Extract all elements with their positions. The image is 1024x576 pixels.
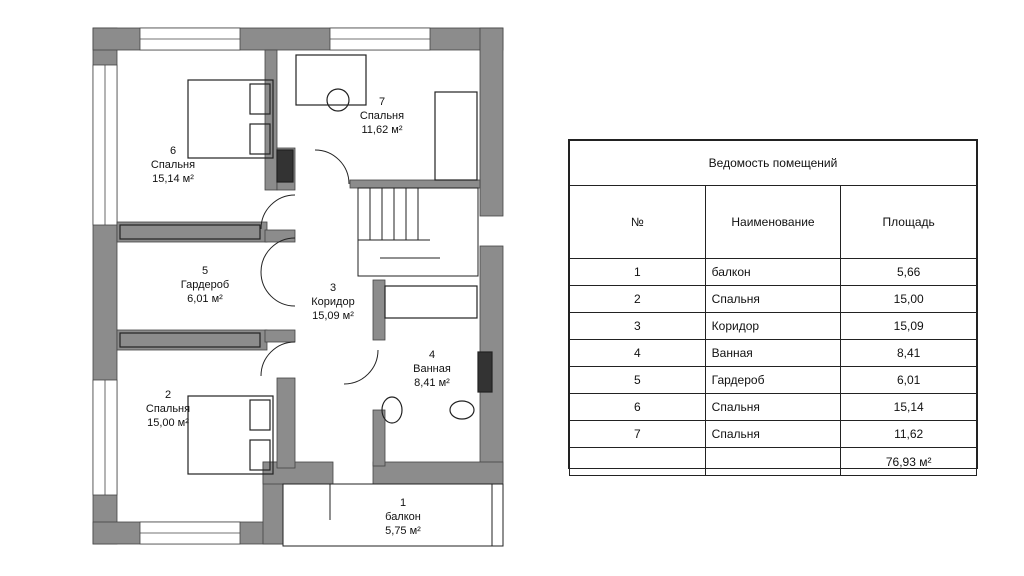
header-area: Площадь xyxy=(840,185,977,259)
table-row: 3 Коридор 15,09 xyxy=(569,312,977,340)
staircase xyxy=(357,187,479,277)
cell-empty xyxy=(569,447,706,476)
cell-area: 15,14 xyxy=(840,393,977,421)
cell-num: 7 xyxy=(569,420,706,448)
windows xyxy=(92,27,431,545)
cell-num: 4 xyxy=(569,339,706,367)
furniture xyxy=(119,54,493,475)
cell-num: 6 xyxy=(569,393,706,421)
interior-walls xyxy=(116,49,481,469)
cell-area: 8,41 xyxy=(840,339,977,367)
cell-area: 15,00 xyxy=(840,285,977,313)
cell-name: Ванная xyxy=(704,339,842,367)
cell-name: Спальня xyxy=(704,420,842,448)
cell-num: 5 xyxy=(569,366,706,394)
cell-name: балкон xyxy=(704,258,842,286)
header-name: Наименование xyxy=(704,185,842,259)
table-total-row: 76,93 м² xyxy=(569,447,977,476)
cell-name: Спальня xyxy=(704,393,842,421)
header-num: № xyxy=(569,185,706,259)
cell-empty xyxy=(704,447,842,476)
table-row: 5 Гардероб 6,01 xyxy=(569,366,977,394)
schedule-title: Ведомость помещений xyxy=(569,140,977,186)
cell-area: 11,62 xyxy=(840,420,977,448)
total-area: 76,93 м² xyxy=(840,447,977,476)
table-row: 1 балкон 5,66 xyxy=(569,258,977,286)
table-row: 7 Спальня 11,62 xyxy=(569,420,977,448)
cell-name: Гардероб xyxy=(704,366,842,394)
cell-name: Спальня xyxy=(704,285,842,313)
cell-name: Коридор xyxy=(704,312,842,340)
cell-area: 6,01 xyxy=(840,366,977,394)
balcony xyxy=(282,483,504,547)
doors xyxy=(260,149,379,520)
table-row: 2 Спальня 15,00 xyxy=(569,285,977,313)
table-row: 4 Ванная 8,41 xyxy=(569,339,977,367)
cell-num: 1 xyxy=(569,258,706,286)
cell-num: 3 xyxy=(569,312,706,340)
cell-area: 5,66 xyxy=(840,258,977,286)
room-schedule-table: Ведомость помещений № Наименование Площа… xyxy=(568,139,978,476)
cell-area: 15,09 xyxy=(840,312,977,340)
table-row: 6 Спальня 15,14 xyxy=(569,393,977,421)
cell-num: 2 xyxy=(569,285,706,313)
